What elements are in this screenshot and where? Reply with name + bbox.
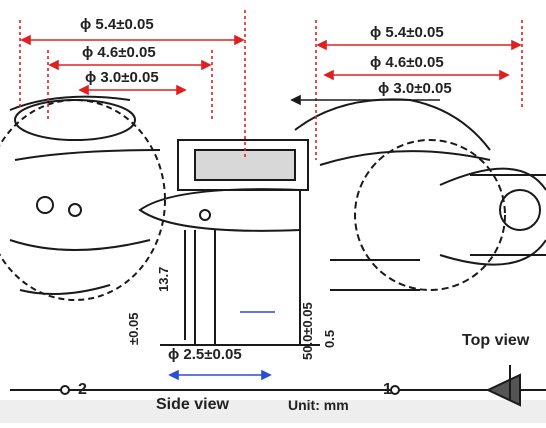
inner-dimension-arrow bbox=[290, 94, 440, 106]
port-2-label: 2 bbox=[78, 381, 87, 398]
side-view-label: Side view bbox=[156, 396, 229, 413]
right-dimension-lines bbox=[315, 20, 523, 160]
top-view-label: Top view bbox=[462, 332, 530, 349]
side-dim-tolerance: ±0.05 bbox=[126, 312, 141, 345]
baseline-axis bbox=[10, 365, 546, 407]
bottom-dimension-arrow bbox=[168, 311, 275, 381]
right-mid-dia-label: ϕ 4.6±0.05 bbox=[370, 54, 444, 71]
bottom-dia-label: ϕ 2.5±0.05 bbox=[168, 346, 242, 363]
unit-label: Unit: mm bbox=[288, 397, 349, 413]
port-1-label: 1 bbox=[383, 381, 392, 398]
right-housing bbox=[294, 98, 546, 291]
left-housing bbox=[0, 95, 166, 301]
side-dim-13-7: 13.7 bbox=[156, 266, 171, 292]
left-dimension-lines bbox=[19, 10, 246, 160]
central-sleeve bbox=[138, 139, 320, 346]
side-dim-0-5: 0.5 bbox=[322, 329, 337, 348]
left-inner-dia-label: ϕ 3.0±0.05 bbox=[85, 69, 159, 86]
left-mid-dia-label: ϕ 4.6±0.05 bbox=[82, 44, 156, 61]
side-dim-50: 50.0±0.05 bbox=[300, 302, 315, 360]
right-inner-dia-label: ϕ 3.0±0.05 bbox=[378, 80, 452, 97]
footer-band bbox=[0, 400, 546, 423]
right-outer-dia-label: ϕ 5.4±0.05 bbox=[370, 24, 444, 41]
left-outer-dia-label: ϕ 5.4±0.05 bbox=[80, 16, 154, 33]
